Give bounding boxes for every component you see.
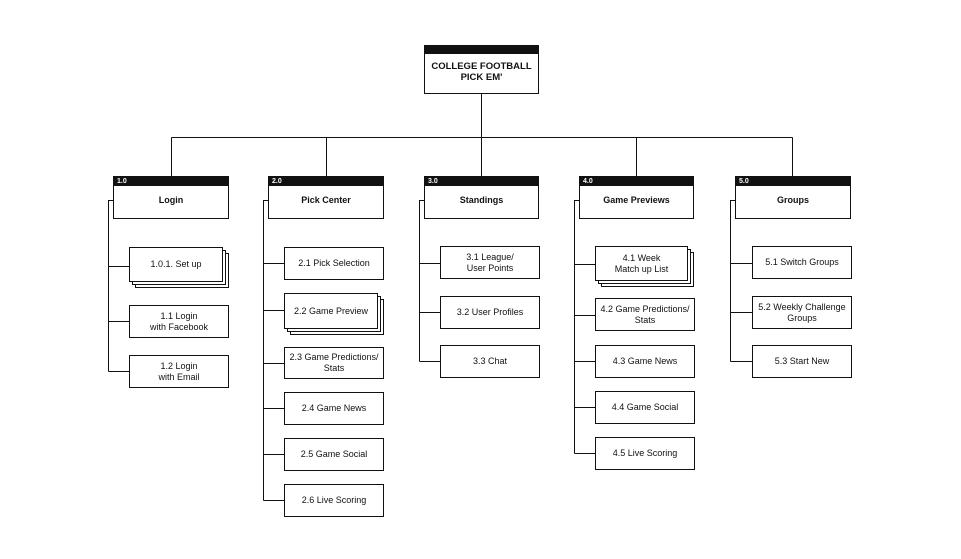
leaf-node: 2.4 Game News — [284, 392, 384, 425]
leaf-node: 4.2 Game Predictions/ Stats — [595, 298, 695, 331]
leaf-node: 3.1 League/ User Points — [440, 246, 540, 279]
leaf-node: 5.3 Start New — [752, 345, 852, 378]
category-label: Login — [158, 195, 184, 205]
leaf-node: 1.2 Login with Email — [129, 355, 229, 388]
leaf-node: 1.0.1. Set up — [129, 247, 223, 282]
leaf-node: 3.2 User Profiles — [440, 296, 540, 329]
leaf-node: 3.3 Chat — [440, 345, 540, 378]
category-label: Game Previews — [603, 195, 670, 205]
leaf-node: 4.3 Game News — [595, 345, 695, 378]
category-node-pick-center: 2.0 Pick Center — [268, 176, 384, 219]
category-label: Groups — [776, 195, 809, 205]
category-number: 5.0 — [736, 177, 850, 186]
leaf-node: 4.5 Live Scoring — [595, 437, 695, 470]
category-node-groups: 5.0 Groups — [735, 176, 851, 219]
leaf-node: 2.5 Game Social — [284, 438, 384, 471]
leaf-node: 2.6 Live Scoring — [284, 484, 384, 517]
category-label: Standings — [459, 195, 504, 205]
leaf-node: 2.3 Game Predictions/ Stats — [284, 347, 384, 379]
leaf-node: 5.2 Weekly Challenge Groups — [752, 296, 852, 329]
leaf-node: 5.1 Switch Groups — [752, 246, 852, 279]
leaf-node: 4.1 Week Match up List — [595, 246, 688, 281]
category-node-game-previews: 4.0 Game Previews — [579, 176, 694, 219]
leaf-node: 2.2 Game Preview — [284, 293, 378, 329]
category-number: 3.0 — [425, 177, 538, 186]
leaf-node: 4.4 Game Social — [595, 391, 695, 424]
leaf-node: 1.1 Login with Facebook — [129, 305, 229, 338]
leaf-node: 2.1 Pick Selection — [284, 247, 384, 280]
root-header-bar — [425, 46, 538, 54]
category-number: 4.0 — [580, 177, 693, 186]
category-node-login: 1.0 Login — [113, 176, 229, 219]
category-number: 2.0 — [269, 177, 383, 186]
category-label: Pick Center — [301, 195, 351, 205]
category-number: 1.0 — [114, 177, 228, 186]
category-node-standings: 3.0 Standings — [424, 176, 539, 219]
root-node: COLLEGE FOOTBALL PICK EM' — [424, 45, 539, 94]
root-title: COLLEGE FOOTBALL PICK EM' — [431, 61, 532, 83]
